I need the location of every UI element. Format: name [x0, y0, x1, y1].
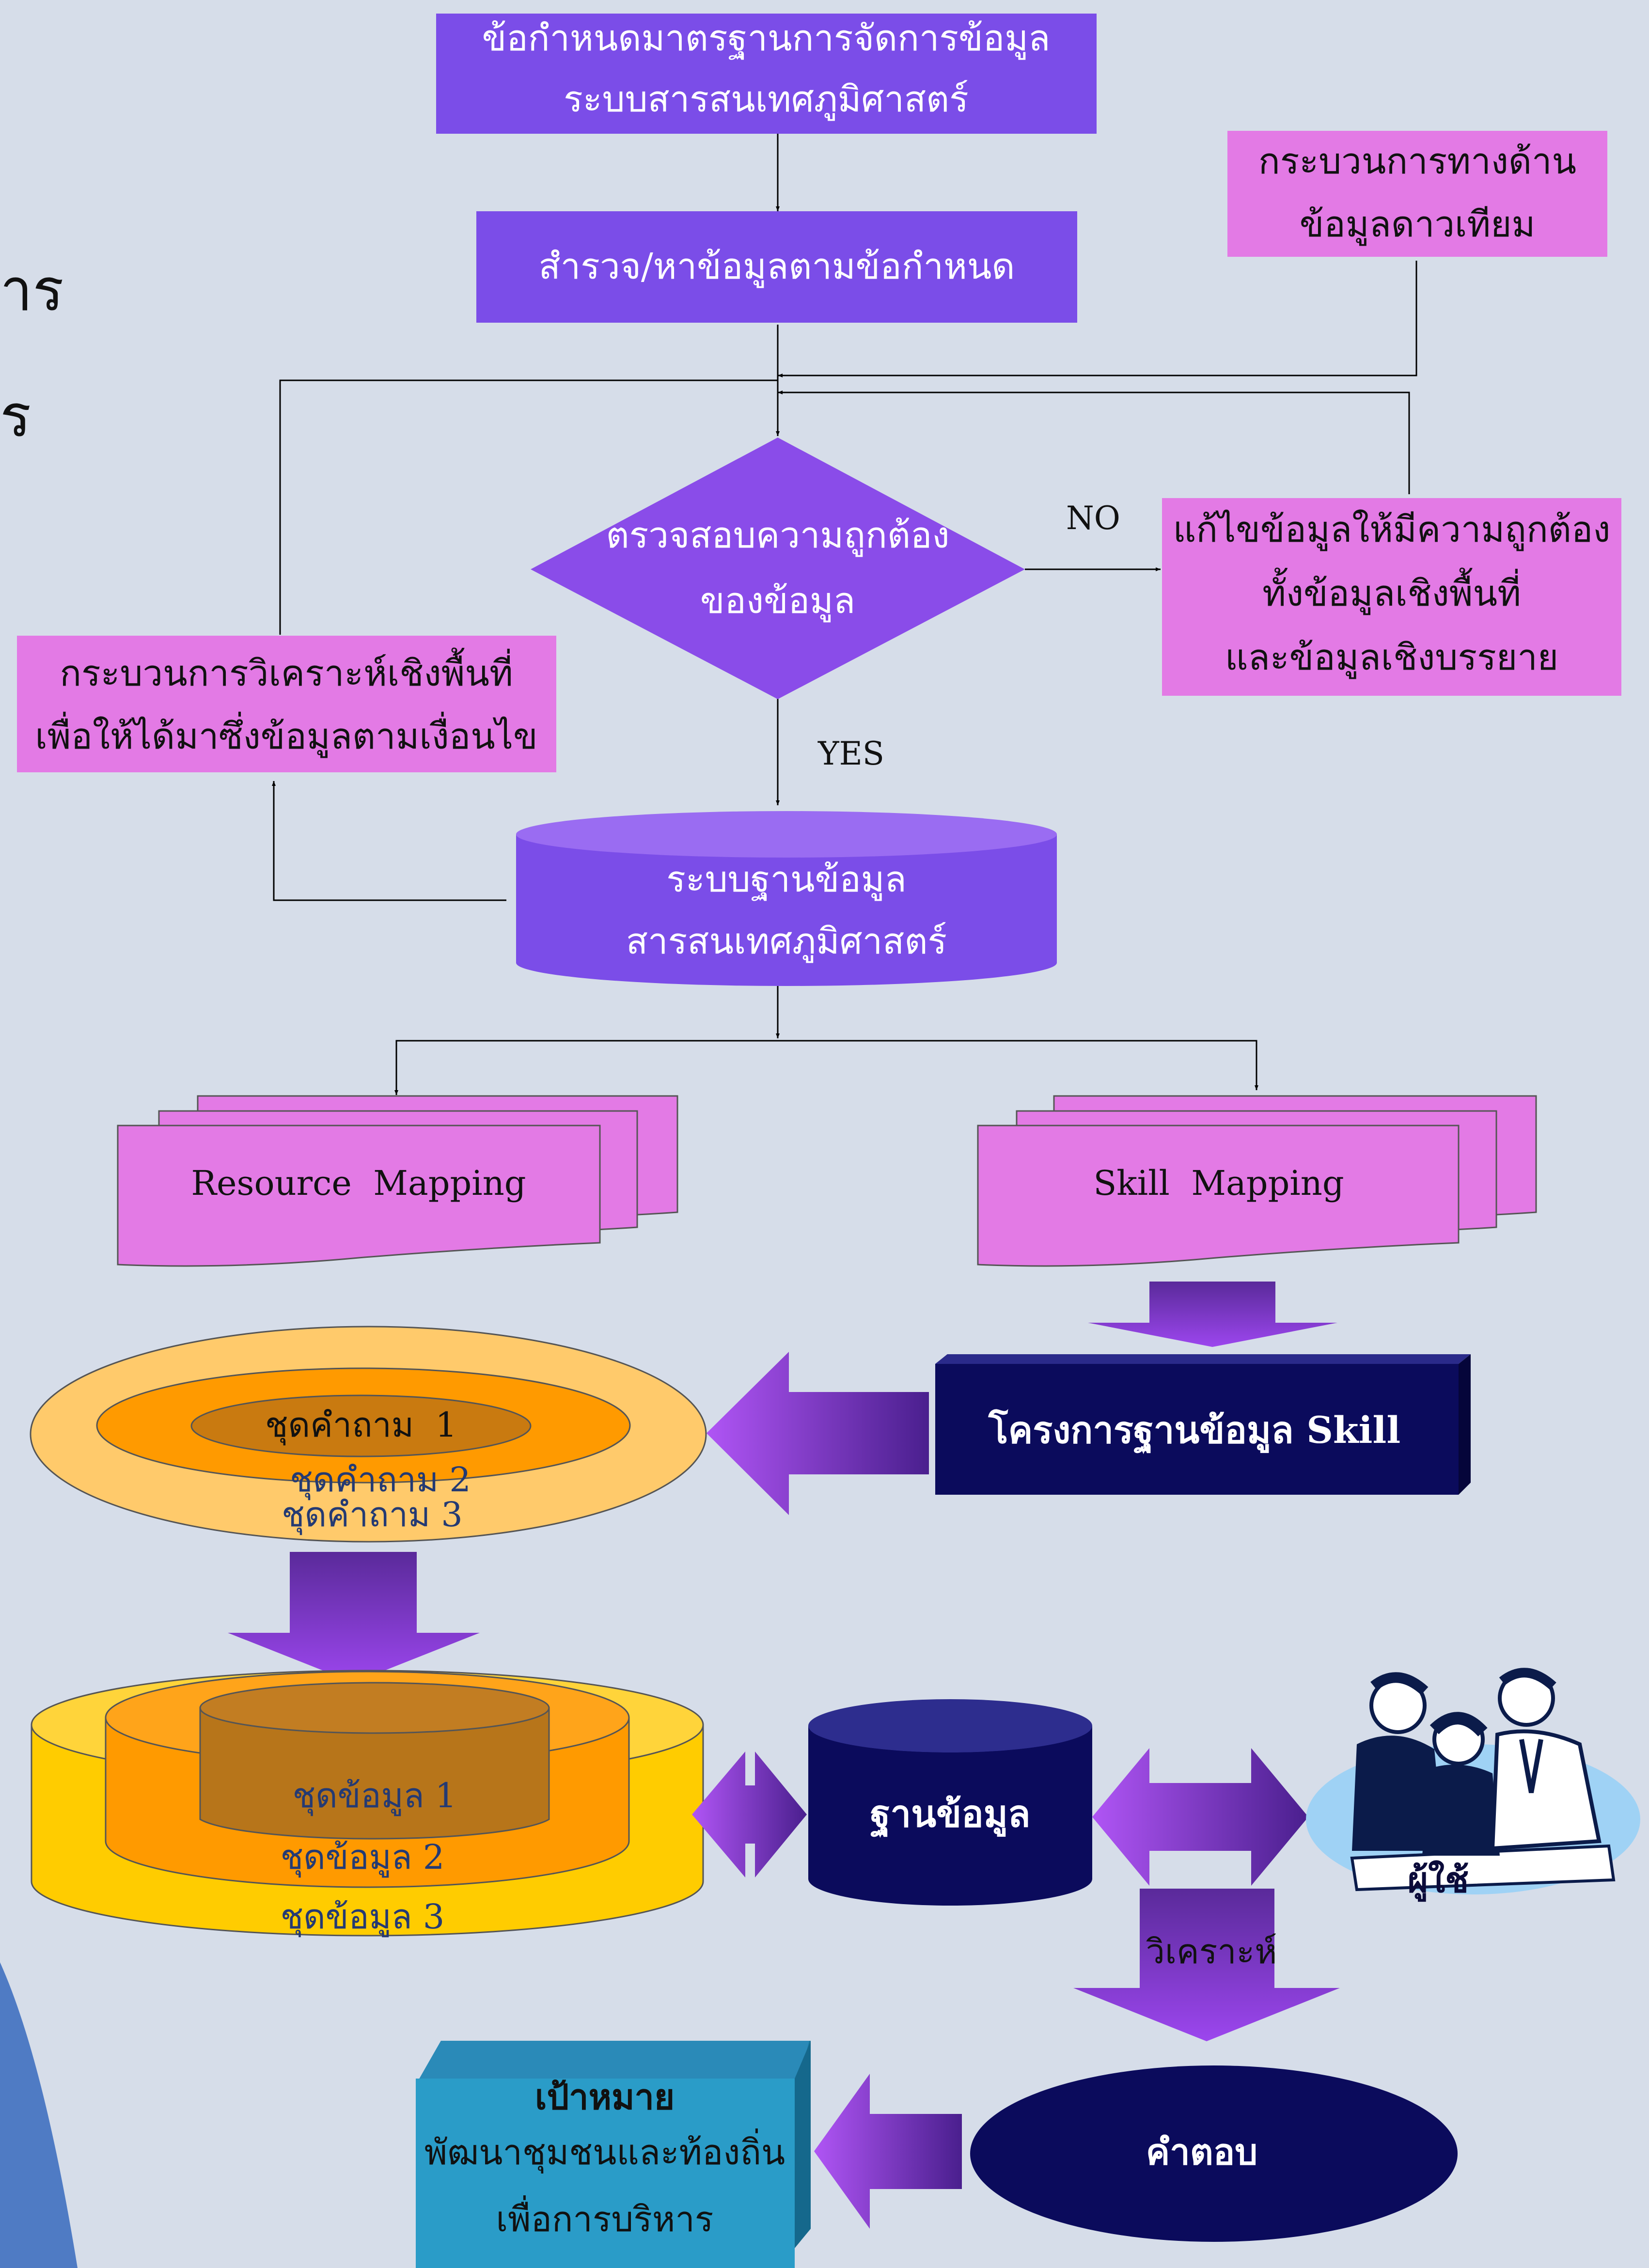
goal-line-2: พัฒนาชุมชนและท้องถิ่น	[424, 2128, 785, 2174]
analyze-arrow: วิเคราะห์	[1073, 1889, 1340, 2041]
question-set-1: ชุดคำถาม 1	[265, 1405, 457, 1446]
data-set-2: ชุดข้อมูล 2	[281, 1837, 445, 1878]
goal-line-3: เพื่อการบริหาร	[496, 2195, 714, 2239]
question-set-2: ชุดคำถาม 2	[290, 1460, 471, 1501]
skill-project-box: โครงการฐานข้อมูล Skill	[935, 1354, 1471, 1495]
connectors	[272, 134, 1417, 1095]
goal-title: เป้าหมาย	[535, 2076, 675, 2117]
survey-box: สำรวจ/หาข้อมูลตามข้อกำหนด	[476, 211, 1077, 323]
standards-line-1: ข้อกำหนดมาตรฐานการจัดการข้อมูล	[482, 17, 1051, 60]
database-label: ฐานข้อมูล	[870, 1792, 1031, 1838]
users-label: ผู้ใช้	[1408, 1859, 1469, 1902]
question-sets: ชุดคำถาม 1 ชุดคำถาม 2 ชุดคำถาม 3	[30, 1326, 707, 1543]
skill-mapping-label: Skill Mapping	[1093, 1163, 1344, 1203]
yes-label: YES	[817, 735, 884, 772]
edge-fragment-1: าร	[0, 257, 64, 324]
gis-db-line-1: ระบบฐานข้อมูล	[666, 859, 907, 901]
skill-project-label: โครงการฐานข้อมูล Skill	[988, 1408, 1401, 1454]
satellite-line-2: ข้อมูลดาวเทียม	[1300, 203, 1536, 246]
survey-label: สำรวจ/หาข้อมูลตามข้อกำหนด	[539, 246, 1015, 288]
down-arrow-skill	[1088, 1282, 1337, 1347]
spatial-line-2: เพื่อให้ได้มาซึ่งข้อมูลตามเงื่อนไข	[35, 711, 537, 758]
resource-mapping-docs: Resource Mapping	[117, 1095, 678, 1267]
answer-label: คำตอบ	[1146, 2131, 1258, 2173]
goal-box: เป้าหมาย พัฒนาชุมชนและท้องถิ่น เพื่อการบ…	[416, 2041, 811, 2268]
analyze-label: วิเคราะห์	[1146, 1932, 1277, 1971]
left-arrow-goal	[814, 2074, 962, 2229]
users-illustration: ผู้ใช้	[1306, 1668, 1640, 1902]
spatial-line-1: กระบวนการวิเคราะห์เชิงพื้นที่	[60, 647, 513, 694]
database-cylinder: ฐานข้อมูล	[808, 1699, 1092, 1906]
question-set-3: ชุดคำถาม 3	[282, 1495, 463, 1535]
edge-decoration	[0, 1962, 78, 2268]
data-set-3: ชุดข้อมูล 3	[281, 1897, 445, 1938]
verify-diamond: ตรวจสอบความถูกต้อง ของข้อมูล	[531, 438, 1025, 699]
correct-box: แก้ไขข้อมูลให้มีความถูกต้อง ทั้งข้อมูลเช…	[1162, 498, 1621, 696]
down-arrow-data	[228, 1552, 480, 1683]
verify-line-2: ของข้อมูล	[700, 580, 855, 623]
gis-database-cylinder: ระบบฐานข้อมูล สารสนเทศภูมิศาสตร์	[516, 811, 1057, 986]
standards-line-2: ระบบสารสนเทศภูมิศาสตร์	[564, 78, 969, 121]
gis-db-line-2: สารสนเทศภูมิศาสตร์	[626, 921, 947, 963]
spatial-analysis-box: กระบวนการวิเคราะห์เชิงพื้นที่ เพื่อให้ได…	[17, 636, 556, 772]
no-label: NO	[1066, 500, 1120, 537]
left-arrow-questions	[707, 1352, 929, 1515]
edge-fragment-2: ร	[0, 383, 31, 450]
satellite-line-1: กระบวนการทางด้าน	[1258, 141, 1576, 182]
data-set-1: ชุดข้อมูล 1	[293, 1776, 457, 1816]
correct-line-3: และข้อมูลเชิงบรรยาย	[1225, 637, 1558, 679]
data-sets: ชุดข้อมูล 1 ชุดข้อมูล 2 ชุดข้อมูล 3	[31, 1670, 704, 1938]
skill-mapping-docs: Skill Mapping	[977, 1095, 1537, 1267]
standards-box: ข้อกำหนดมาตรฐานการจัดการข้อมูล ระบบสารสน…	[436, 14, 1097, 134]
correct-line-1: แก้ไขข้อมูลให้มีความถูกต้อง	[1173, 509, 1611, 551]
double-arrow-data-db	[692, 1752, 807, 1877]
answer-ellipse: คำตอบ	[970, 2065, 1458, 2242]
correct-line-2: ทั้งข้อมูลเชิงพื้นที่	[1262, 567, 1521, 615]
verify-line-1: ตรวจสอบความถูกต้อง	[606, 515, 950, 557]
resource-mapping-label: Resource Mapping	[191, 1163, 526, 1203]
satellite-box: กระบวนการทางด้าน ข้อมูลดาวเทียม	[1227, 131, 1607, 257]
double-arrow-db-users	[1092, 1748, 1308, 1886]
